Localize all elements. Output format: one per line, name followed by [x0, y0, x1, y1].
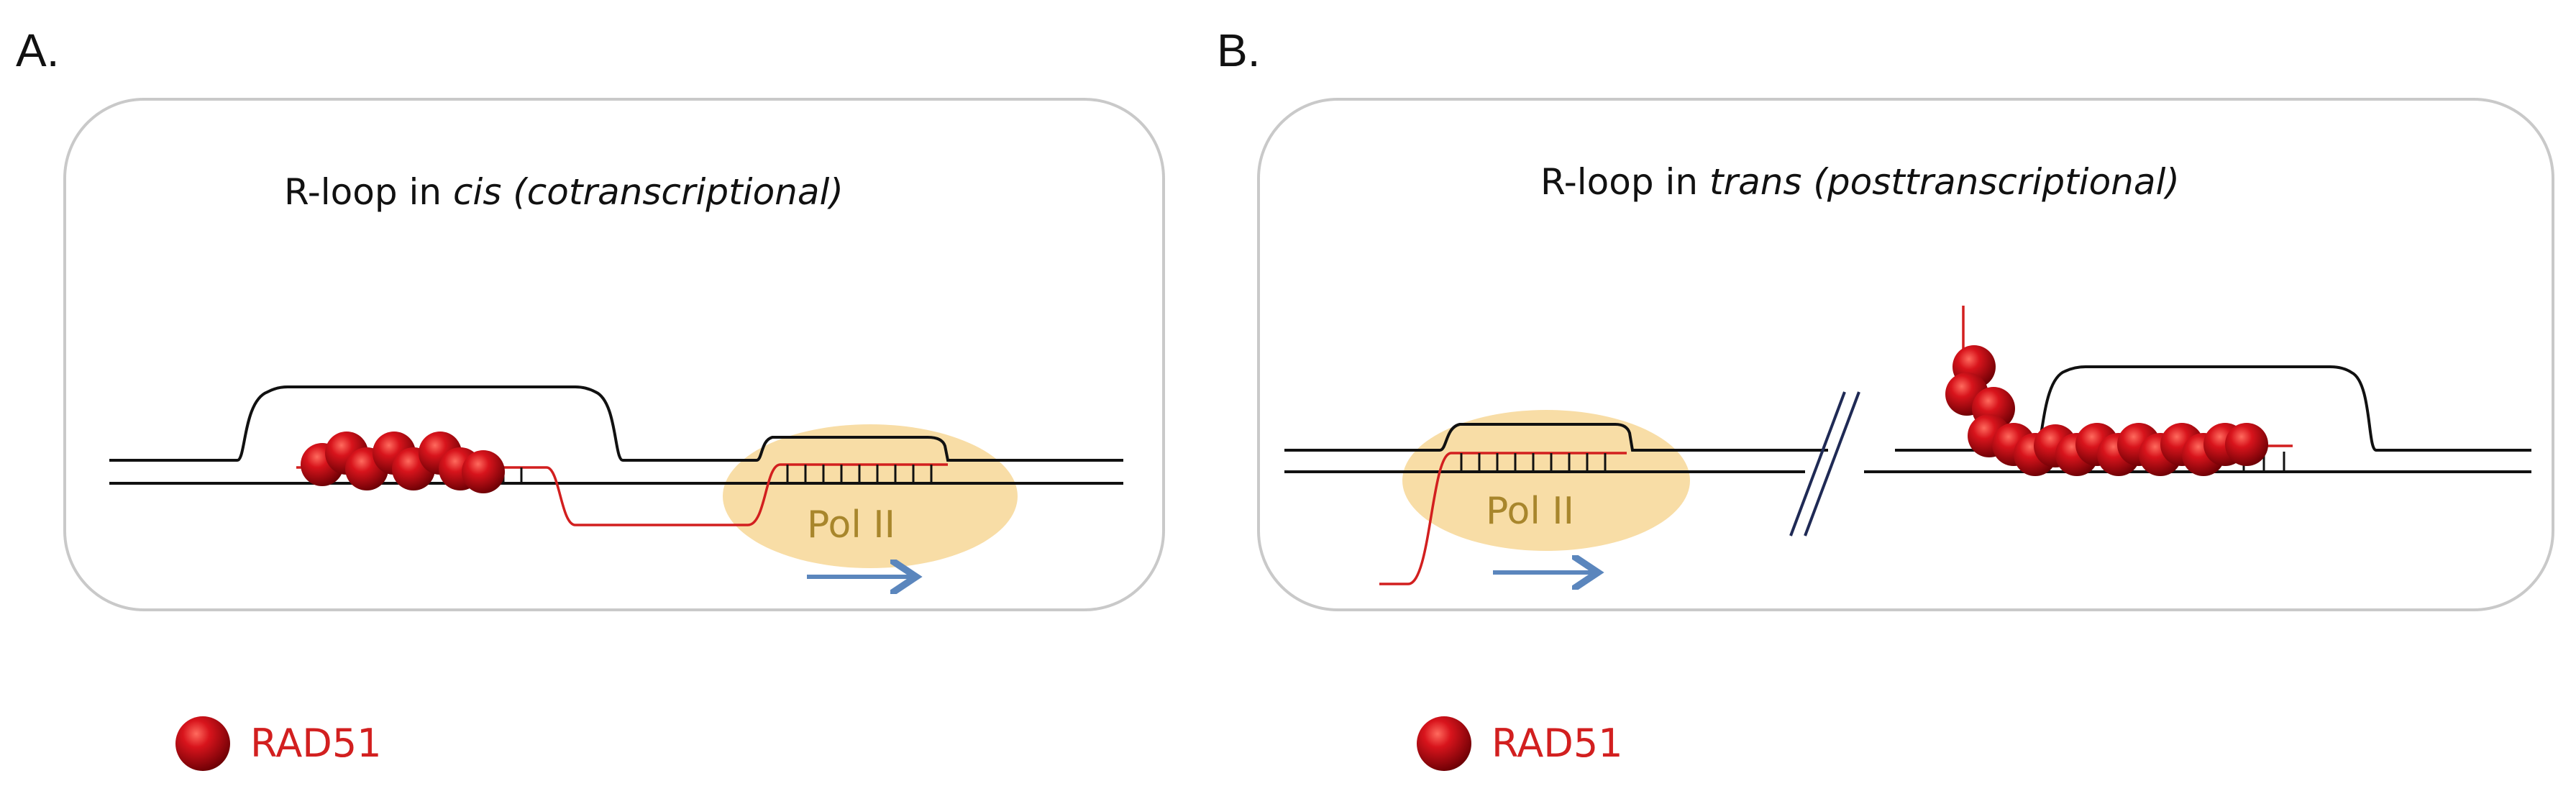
panel-a-legend: RAD51 — [175, 716, 382, 771]
panel-b-legend-label: RAD51 — [1492, 721, 1623, 766]
panel-a-legend-label: RAD51 — [250, 721, 382, 766]
panel-a-pol-ii-ellipse — [723, 424, 1018, 568]
panel-a-dna-top-strand-right — [754, 436, 1123, 462]
panel-a-frame — [63, 98, 1165, 611]
panel-b-title-italic: trans (posttranscriptional) — [1709, 161, 2180, 203]
panel-b-title-plain: R-loop in — [1540, 161, 1709, 203]
panel-b-legend-rad51-icon — [1417, 716, 1471, 771]
panel-b-dna-top-strand-left — [1284, 423, 1828, 452]
panel-b-legend: RAD51 — [1417, 716, 1623, 771]
panel-b-pol-ii-ellipse — [1402, 410, 1690, 551]
panel-a-legend-rad51-icon — [175, 716, 230, 771]
panel-b-frame — [1257, 98, 2554, 611]
panel-b-pol-ii-label: Pol II — [1486, 490, 1574, 533]
panel-a-hybrid-ticks — [786, 465, 933, 483]
panel-a-rna-strand — [296, 463, 948, 526]
panel-b: B. R-loop in trans (posttranscriptional) — [1217, 24, 2554, 771]
panel-a-label: A. — [16, 24, 59, 76]
panel-a-pol-ii-label: Pol II — [807, 503, 895, 547]
panel-a-rloop-ticks — [502, 467, 523, 483]
panel-b-rna-strand — [1379, 452, 1627, 585]
panel-b-title: R-loop in trans (posttranscriptional) — [1540, 161, 2180, 203]
panel-a-dna-top-strand — [109, 385, 754, 462]
panel-b-dna-top-strand-right — [1895, 365, 2531, 452]
panel-b-rad51-filament — [1945, 345, 2268, 476]
panel-a-title-plain: R-loop in — [284, 171, 453, 213]
panel-a-title-italic: cis (cotranscriptional) — [453, 171, 844, 213]
panel-b-break-marks — [1789, 391, 1860, 537]
panel-b-label: B. — [1217, 24, 1260, 76]
panel-a-rad51-cluster — [301, 432, 505, 493]
panel-a-dna-duplex — [109, 385, 1123, 485]
panel-a: A. R-loop in cis (cotranscriptional) — [16, 24, 1165, 771]
panel-a-title: R-loop in cis (cotranscriptional) — [284, 171, 844, 213]
panel-b-hybrid-ticks — [1460, 453, 1607, 472]
